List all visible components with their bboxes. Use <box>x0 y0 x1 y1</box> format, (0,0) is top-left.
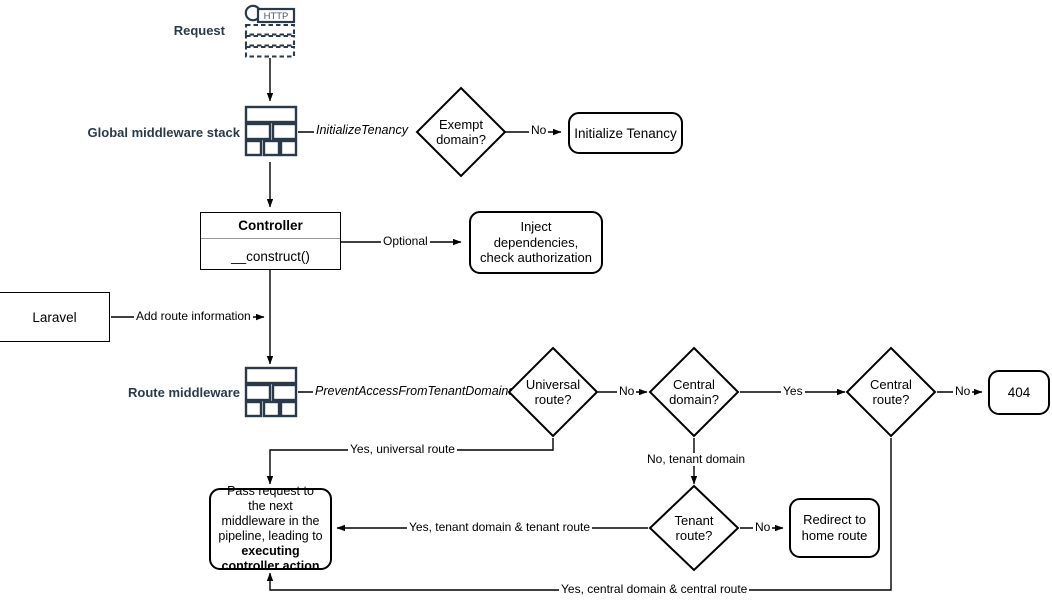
edge-label-universal-no: No <box>617 384 637 399</box>
label-route-middleware: Route middleware <box>128 385 240 400</box>
edge-label-yes-tenant-domain-tenant-route: Yes, tenant domain & tenant route <box>407 520 593 535</box>
node-controller-title: Controller <box>201 213 340 239</box>
node-404-label: 404 <box>1007 385 1031 400</box>
edge-label-optional: Optional <box>381 234 430 249</box>
decision-central-domain-line2: domain? <box>669 392 719 407</box>
svg-text:HTTP: HTTP <box>264 11 289 22</box>
node-pass-request-to-next-middleware[interactable]: Pass request to the next middleware in t… <box>209 484 332 573</box>
node-laravel[interactable]: Laravel <box>0 292 110 342</box>
label-request: Request <box>173 23 225 38</box>
node-controller-method: __construct() <box>231 249 310 264</box>
decision-central-route[interactable]: Central route? <box>845 346 937 438</box>
node-initialize-tenancy-label: Initialize Tenancy <box>574 125 677 141</box>
edge-label-central-domain-yes: Yes <box>781 384 805 399</box>
middleware-stack-icon-global <box>244 105 298 157</box>
edge-label-exempt-no: No <box>529 123 549 138</box>
edge-label-yes-central-domain-central-route: Yes, central domain & central route <box>559 582 750 597</box>
middleware-stack-icon-route <box>244 366 298 418</box>
label-global-middleware-stack: Global middleware stack <box>87 125 240 140</box>
node-pass-request-text: Pass request to the next middleware in t… <box>218 484 323 543</box>
decision-tenant-route-line1: Tenant <box>674 512 714 528</box>
node-initialize-tenancy[interactable]: Initialize Tenancy <box>568 112 683 154</box>
decision-central-domain-line1: Central <box>673 376 715 392</box>
decision-exempt-domain[interactable]: Exempt domain? <box>415 86 507 178</box>
edge-label-initialize-tenancy-middleware: InitializeTenancy <box>314 123 410 138</box>
http-request-icon: HTTP <box>244 4 296 58</box>
edge-label-yes-universal-route: Yes, universal route <box>348 442 457 457</box>
node-controller[interactable]: Controller __construct() <box>200 212 341 270</box>
decision-universal-route-line1: Universal <box>525 376 581 392</box>
node-inject-dependencies[interactable]: Inject dependencies, check authorization <box>469 211 603 274</box>
node-redirect-home-route[interactable]: Redirect to home route <box>789 498 880 558</box>
node-inject-dependencies-line1: Inject dependencies, <box>493 219 579 250</box>
edge-label-central-route-no: No <box>953 384 973 399</box>
node-inject-dependencies-line2: check authorization <box>479 250 592 266</box>
edge-label-prevent-access-middleware: PreventAccessFromTenantDomains <box>313 384 517 399</box>
node-404[interactable]: 404 <box>988 370 1050 415</box>
decision-universal-route-line2: route? <box>534 392 572 407</box>
decision-universal-route[interactable]: Universal route? <box>507 346 599 438</box>
node-laravel-label: Laravel <box>32 309 77 325</box>
node-redirect-home-route-line2: home route <box>801 528 868 543</box>
edge-label-tenant-route-no: No <box>753 520 773 535</box>
decision-tenant-route-line2: route? <box>675 528 713 543</box>
edge-label-no-tenant-domain: No, tenant domain <box>645 452 748 467</box>
decision-exempt-domain-line1: Exempt <box>438 116 484 132</box>
decision-exempt-domain-line2: domain? <box>436 132 486 147</box>
decision-tenant-route[interactable]: Tenant route? <box>648 484 740 572</box>
node-redirect-home-route-line1: Redirect to <box>803 512 866 528</box>
edge-label-add-route-information: Add route information <box>134 309 253 324</box>
decision-central-route-line2: route? <box>872 392 910 407</box>
decision-central-domain[interactable]: Central domain? <box>648 346 740 438</box>
node-pass-request-emphasis: executing controller action <box>221 544 320 573</box>
decision-central-route-line1: Central <box>870 376 912 392</box>
